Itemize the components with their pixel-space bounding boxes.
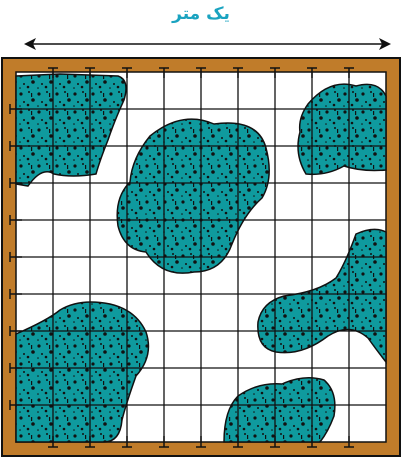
double-arrow-icon bbox=[24, 38, 391, 50]
